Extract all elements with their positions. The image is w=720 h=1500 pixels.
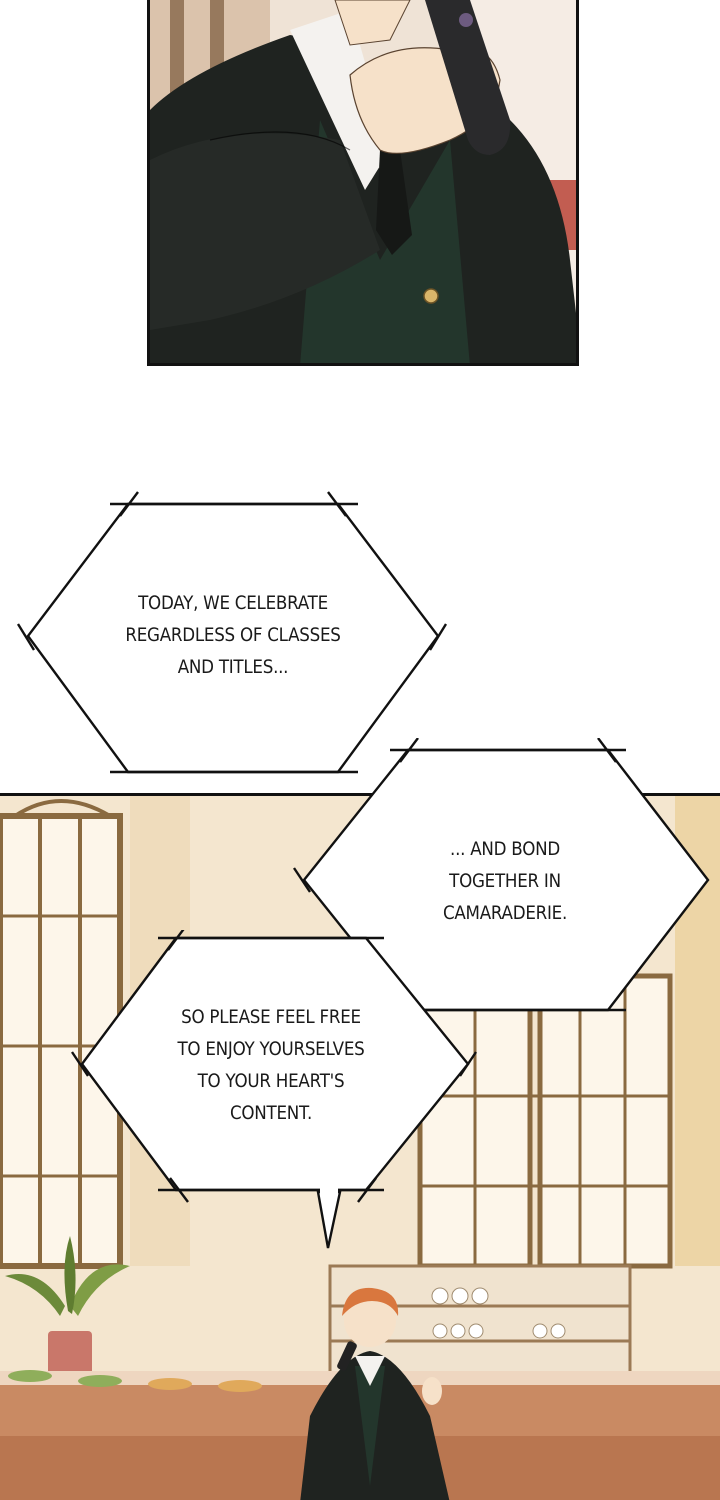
potted-plant (5, 1236, 130, 1376)
top-comic-panel (147, 0, 579, 366)
bubble-3-text: SO PLEASE FEEL FREE TO ENJOY YOURSELVES … (177, 1006, 365, 1124)
bubble-1-text: TODAY, WE CELEBRATE REGARDLESS OF CLASSE… (125, 592, 341, 678)
hexagon-bubble-outline (16, 491, 448, 774)
speech-bubble-2: ... AND BOND TOGETHER IN CAMARADERIE. (290, 738, 720, 1028)
hexagon-bubble-outline (71, 930, 477, 1249)
speaker-figure (300, 1287, 450, 1500)
hexagon-bubble-outline (293, 738, 710, 1012)
speech-bubble-1: TODAY, WE CELEBRATE REGARDLESS OF CLASSE… (0, 490, 460, 780)
speech-bubble-3: SO PLEASE FEEL FREE TO ENJOY YOURSELVES … (70, 930, 480, 1250)
bubble-2-text: ... AND BOND TOGETHER IN CAMARADERIE. (442, 838, 568, 924)
speaker-closeup-illustration (150, 0, 576, 363)
